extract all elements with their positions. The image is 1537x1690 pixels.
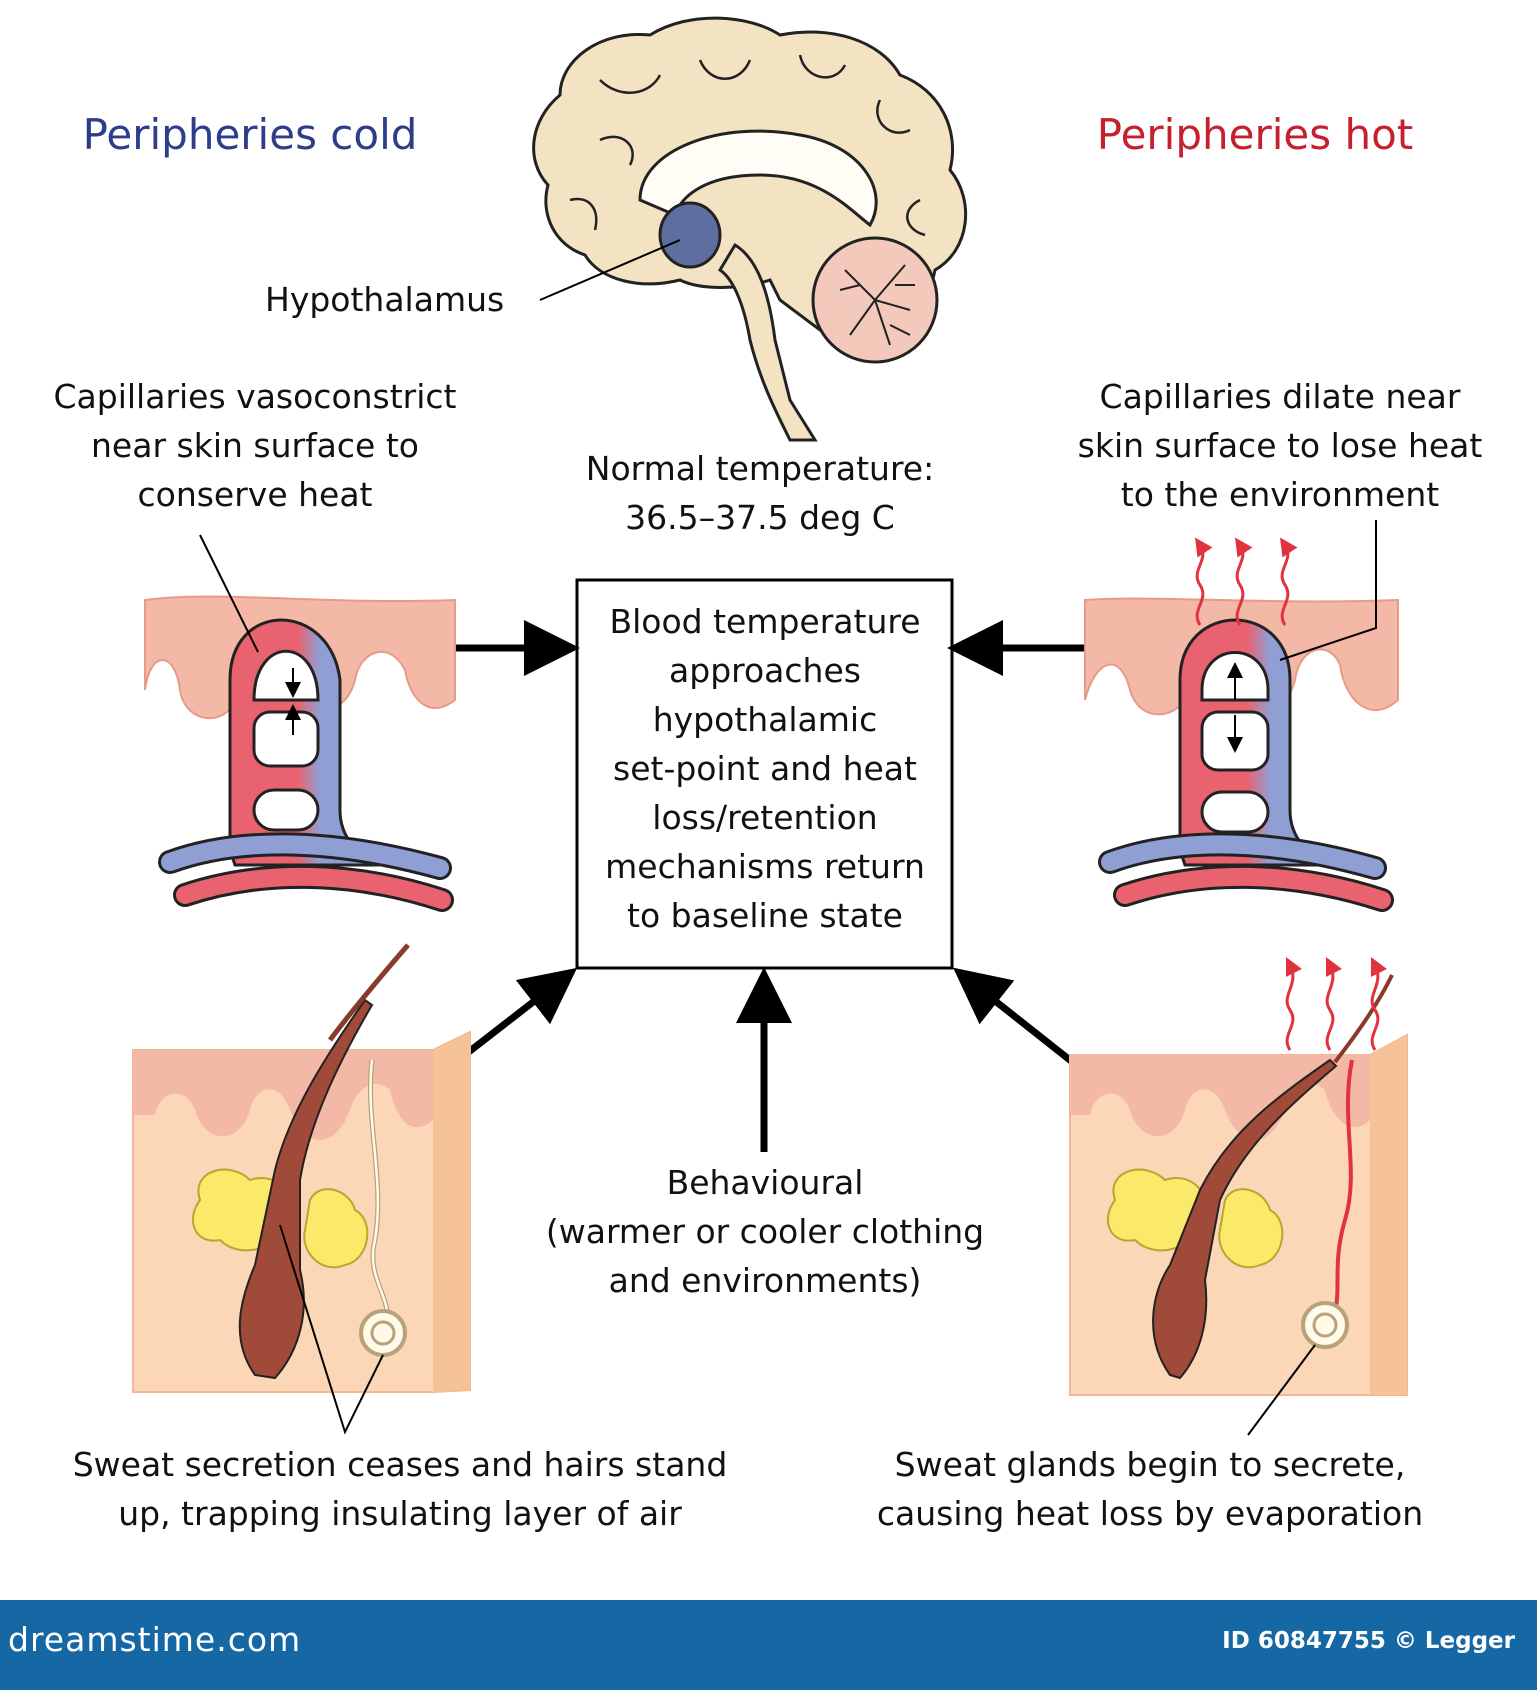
hot-sweat-gland (1301, 1301, 1349, 1349)
footer-image-id: ID 60847755 © Legger (1222, 1628, 1515, 1654)
behavioural-line-3: and environments) (608, 1261, 922, 1300)
dilate-line-1: Capillaries dilate near (1099, 377, 1461, 416)
center-line-4: set-point and heat (613, 749, 917, 788)
behavioural-line-2: (warmer or cooler clothing (545, 1212, 985, 1251)
center-line-5: loss/retention (652, 798, 878, 837)
vasoconstrict-leader-line (199, 534, 259, 653)
hot-sebaceous-right (1218, 1188, 1284, 1269)
sweat-secrete-leader-line (1247, 1344, 1316, 1436)
brain-illustration (532, 16, 968, 442)
brain-stem (717, 242, 818, 442)
hypothalamus-leader-line (539, 239, 681, 301)
label-sweat-secrete: Sweat glands begin to secrete, causing h… (850, 1440, 1450, 1538)
center-line-3: hypothalamic (652, 700, 878, 739)
thermoregulation-diagram (132, 16, 1408, 1436)
cold-sebaceous-right (303, 1188, 369, 1269)
normal-temp-line-1: Normal temperature: (585, 449, 935, 488)
brain-folds (569, 54, 926, 237)
hot-sweat-duct (1328, 1059, 1354, 1322)
label-dilate: Capillaries dilate near skin surface to … (1055, 372, 1505, 519)
title-peripheries-cold: Peripheries cold (82, 110, 418, 159)
cold-capillary-illustration (144, 595, 456, 912)
vasoconstrict-line-1: Capillaries vasoconstrict (53, 377, 457, 416)
title-peripheries-hot: Peripheries hot (1096, 110, 1414, 159)
arrow-bottom-right (953, 967, 1083, 1071)
sweat-ceases-line-1: Sweat secretion ceases and hairs stand (72, 1445, 728, 1484)
cold-sweat-gland (359, 1309, 407, 1357)
label-sweat-ceases: Sweat secretion ceases and hairs stand u… (40, 1440, 760, 1538)
sweat-ceases-line-2: up, trapping insulating layer of air (118, 1494, 682, 1533)
corpus-callosum (638, 129, 878, 228)
center-line-1: Blood temperature (609, 602, 921, 641)
center-box-text: Blood temperature approaches hypothalami… (580, 597, 950, 940)
dilate-line-2: skin surface to lose heat (1077, 426, 1483, 465)
hot-hair-follicle (1152, 1058, 1338, 1380)
hot-hair-shaft (1333, 974, 1394, 1064)
footer-logo: dreamstime.com (8, 1620, 302, 1659)
vasoconstrict-line-3: conserve heat (137, 475, 373, 514)
sweat-secrete-line-2: causing heat loss by evaporation (876, 1494, 1424, 1533)
sweat-secrete-line-1: Sweat glands begin to secrete, (894, 1445, 1406, 1484)
label-hypothalamus: Hypothalamus (265, 280, 505, 319)
center-line-7: to baseline state (627, 896, 903, 935)
cold-hair-shaft (328, 943, 410, 1042)
hot-capillary-illustration (1084, 597, 1399, 912)
center-line-6: mechanisms return (605, 847, 925, 886)
hypothalamus-shape (658, 201, 722, 269)
center-box (575, 578, 954, 970)
watermark-footer: dreamstime.com ID 60847755 © Legger (0, 1600, 1537, 1690)
normal-temp-line-2: 36.5–37.5 deg C (625, 498, 895, 537)
center-line-2: approaches (669, 651, 861, 690)
label-behavioural: Behavioural (warmer or cooler clothing a… (520, 1158, 1010, 1305)
behavioural-line-1: Behavioural (666, 1163, 864, 1202)
cold-skin-block (132, 943, 471, 1393)
vasoconstrict-line-2: near skin surface to (91, 426, 419, 465)
cerebellum-arbor (839, 264, 915, 346)
hot-skin-block (1069, 974, 1408, 1396)
sweat-ceases-leader-line (279, 1224, 384, 1435)
heat-waves-bottom (1285, 956, 1388, 1051)
heat-waves-top (1195, 537, 1298, 626)
label-normal-temperature: Normal temperature: 36.5–37.5 deg C (560, 444, 960, 542)
dilate-leader-line (1279, 520, 1377, 661)
label-vasoconstrict: Capillaries vasoconstrict near skin surf… (30, 372, 480, 519)
dilate-line-3: to the environment (1120, 475, 1440, 514)
